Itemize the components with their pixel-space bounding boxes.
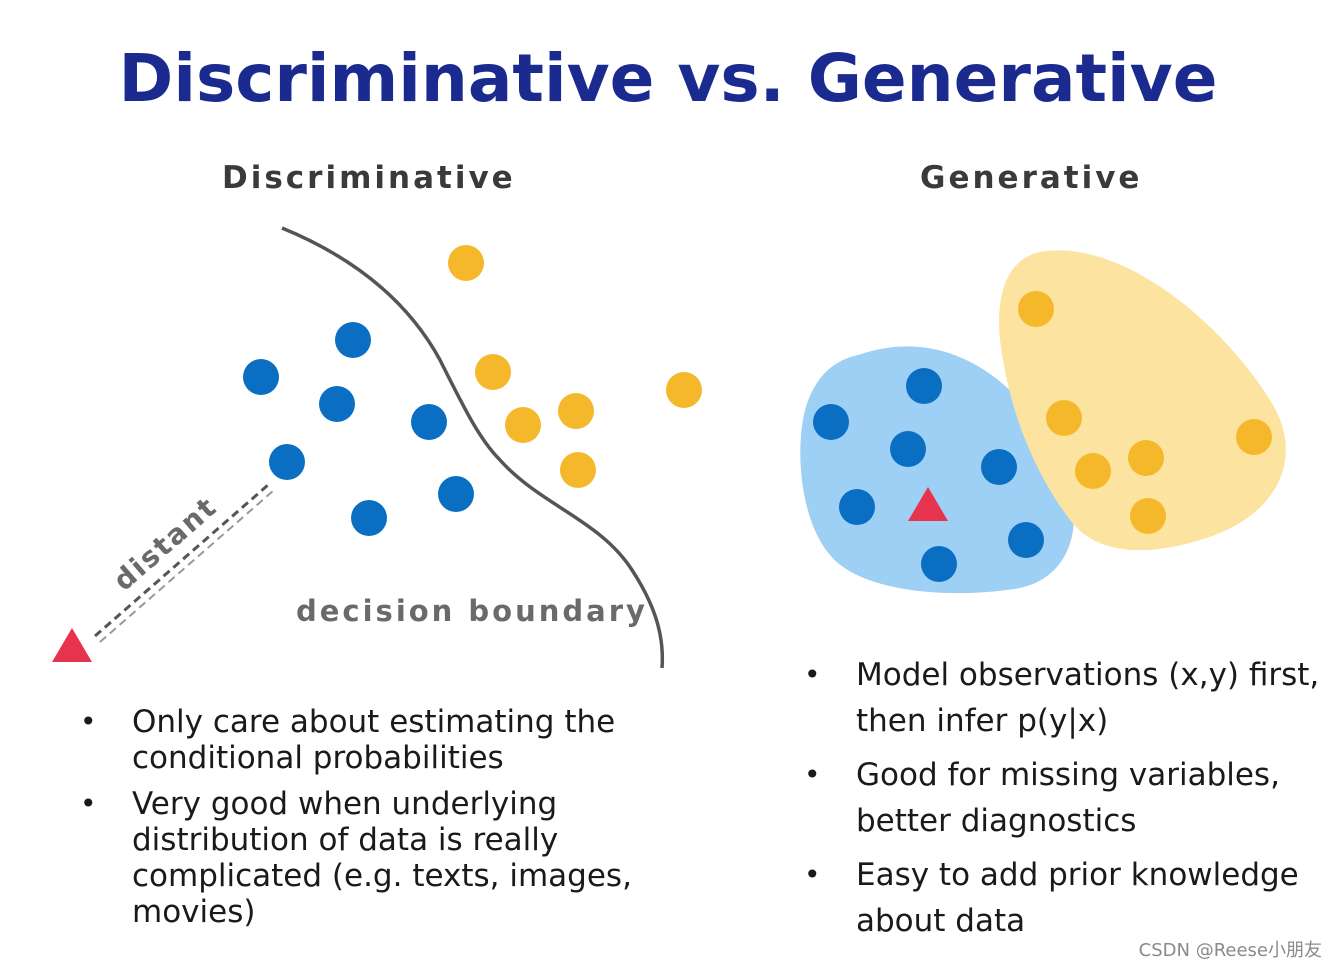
disc-blue-point [411,404,447,440]
decision-boundary-line [281,226,665,669]
decision-boundary-label: decision boundary [296,594,648,628]
bullet-dot-icon: • [80,787,97,820]
bullet-text: Good for missing variables, better diagn… [856,757,1280,839]
gen-yellow-point [1236,419,1272,455]
generative-heading: Generative [920,160,1143,196]
gen-blue-point [890,431,926,467]
gen-blue-point [839,489,875,525]
generative-bullet-item: • Easy to add prior knowledge about data [804,852,1329,944]
discriminative-bullet-item: • Very good when underlying distribution… [80,786,640,930]
disc-blue-point [351,500,387,536]
disc-yellow-point [475,354,511,390]
disc-yellow-point [448,245,484,281]
gen-yellow-point [1018,291,1054,327]
discriminative-bullet-item: • Only care about estimating the conditi… [80,704,640,776]
generative-bullet-item: • Good for missing variables, better dia… [804,752,1329,844]
disc-query-triangle [52,628,92,662]
gen-blue-point [1008,522,1044,558]
discriminative-heading: Discriminative [222,160,516,196]
gen-yellow-point [1046,400,1082,436]
gen-blue-point [981,449,1017,485]
disc-blue-point [319,386,355,422]
bullet-dot-icon: • [804,858,821,891]
gen-yellow-point [1128,440,1164,476]
disc-blue-point [269,444,305,480]
generative-yellow-region [999,250,1286,551]
bullet-text: Easy to add prior knowledge about data [856,857,1299,939]
gen-blue-point [921,546,957,582]
gen-blue-point [906,368,942,404]
disc-yellow-point [558,393,594,429]
disc-blue-point [243,359,279,395]
bullet-text: Very good when underlying distribution o… [132,786,632,930]
gen-yellow-point [1075,453,1111,489]
generative-bullet-item: • Model observations (x,y) first, then i… [804,652,1329,744]
gen-query-triangle [908,487,948,521]
distance-label: distant [107,490,224,598]
bullet-dot-icon: • [80,705,97,738]
gen-blue-point [813,404,849,440]
disc-blue-point [335,322,371,358]
disc-blue-point [438,476,474,512]
bullet-text: Only care about estimating the condition… [132,704,616,776]
generative-blue-region [800,346,1074,594]
bullet-text: Model observations (x,y) first, then inf… [856,657,1320,739]
gen-yellow-point [1130,498,1166,534]
disc-yellow-point [505,407,541,443]
bullet-dot-icon: • [804,658,821,691]
disc-yellow-point [666,372,702,408]
disc-yellow-point [560,452,596,488]
slide-title: Discriminative vs. Generative [118,40,1218,117]
discriminative-bullet-list: • Only care about estimating the conditi… [80,704,640,940]
watermark: CSDN @Reese小朋友 [1138,940,1322,961]
generative-bullet-list: • Model observations (x,y) first, then i… [804,652,1329,952]
bullet-dot-icon: • [804,758,821,791]
